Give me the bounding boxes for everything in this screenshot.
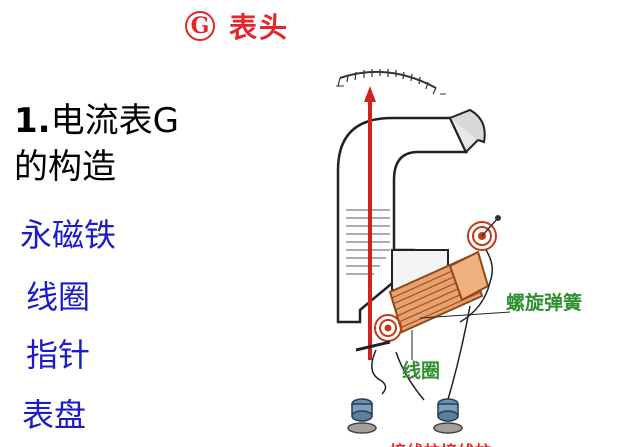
heading-number: 1. — [14, 101, 51, 141]
part-dial: 表盘 — [22, 396, 87, 434]
section-heading: 1.电流表G 的构造 — [14, 98, 179, 190]
label-coil: 线圈 — [402, 360, 441, 382]
dial-scale — [336, 69, 446, 95]
binding-posts — [347, 398, 463, 434]
galvanometer-diagram: 螺旋弹簧 线圈 接线柱接线柱 — [300, 60, 640, 447]
heading-line-1: 1.电流表G — [14, 98, 179, 144]
lead-wires — [355, 249, 511, 407]
galvanometer-drawing — [336, 69, 511, 434]
label-binding-posts: 接线柱接线柱 — [390, 438, 492, 447]
title-text: 表头 — [229, 11, 290, 44]
page-title: G 表头 — [185, 6, 289, 46]
label-spiral-spring: 螺旋弹簧 — [506, 292, 583, 314]
heading-line-1-text: 电流表G — [50, 101, 179, 141]
part-permanent-magnet: 永磁铁 — [20, 216, 117, 254]
heading-line-2: 的构造 — [14, 147, 116, 187]
coil — [374, 215, 501, 342]
pointer — [364, 86, 376, 360]
part-coil: 线圈 — [26, 278, 91, 316]
part-pointer: 指针 — [26, 336, 91, 374]
galvanometer-symbol-icon: G — [185, 11, 215, 41]
